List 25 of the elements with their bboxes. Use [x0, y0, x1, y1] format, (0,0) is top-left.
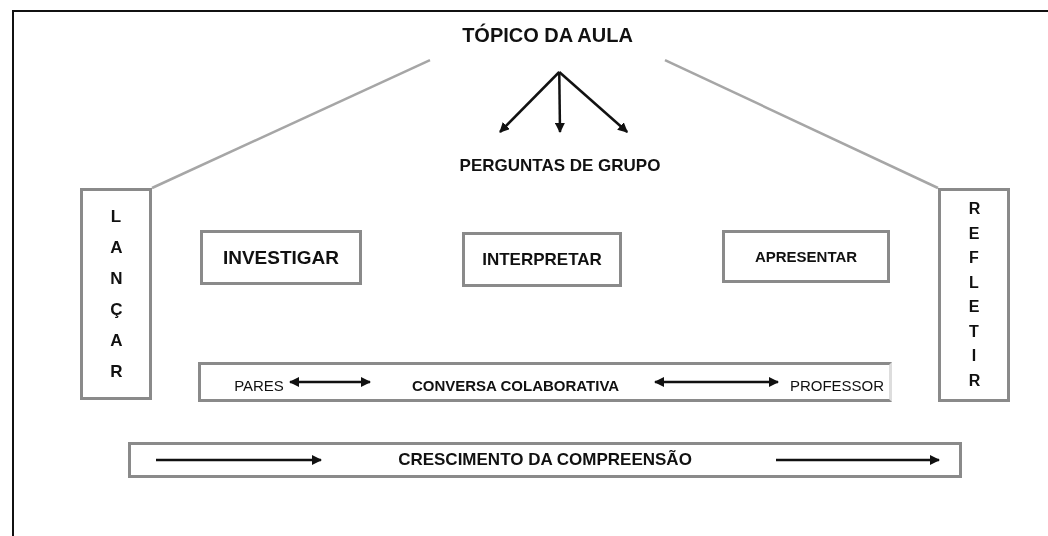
connector-line	[664, 59, 939, 190]
stage-box	[462, 232, 622, 287]
arrow	[554, 72, 565, 133]
vertical-label: LANÇAR	[110, 206, 122, 383]
heading-text: TÓPICO DA AULA	[430, 18, 665, 72]
stage-label: APRESENTAR	[754, 248, 858, 265]
growth-bar	[128, 442, 962, 478]
stage-label: CRESCIMENTO DA COMPREENSÃO	[398, 450, 692, 470]
conversation-bar	[198, 362, 892, 402]
stage-label: INVESTIGAR	[222, 246, 340, 269]
conversation-text: CONVERSA COLABORATIVA	[373, 373, 658, 397]
heading-text: PERGUNTAS DE GRUPO	[440, 132, 680, 176]
stage-box	[200, 230, 362, 285]
arrow	[654, 377, 779, 387]
participant-text: PARES	[225, 373, 293, 397]
arrow	[558, 71, 629, 133]
arrow	[499, 71, 561, 133]
stage-box	[722, 230, 890, 283]
arrow	[289, 377, 371, 387]
participant-text: PROFESSOR	[781, 373, 893, 397]
stage-box	[80, 188, 152, 400]
connector-line	[151, 59, 431, 190]
stage-label: INTERPRETAR	[482, 249, 602, 270]
vertical-label: REFLETIR	[968, 199, 980, 391]
stage-box	[938, 188, 1010, 402]
